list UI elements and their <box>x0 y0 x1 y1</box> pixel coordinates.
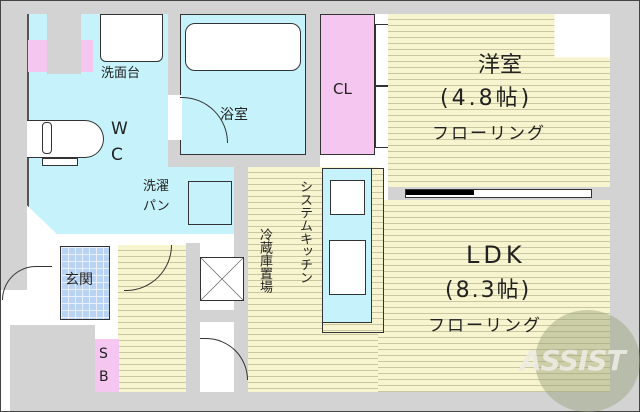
bath-wall-bottom <box>168 155 320 167</box>
bath-wall-left <box>168 14 180 164</box>
laundry-label-1: 洗濯 <box>143 179 170 194</box>
ldk-flooring: フローリング <box>428 316 542 336</box>
western-room-name: 洋室 <box>478 53 523 78</box>
outer-wall-left <box>0 0 27 290</box>
outer-wall-top <box>0 0 640 14</box>
wc-label-w: W <box>111 119 128 139</box>
shoe-box-label-b: B <box>99 369 109 385</box>
bath-label: 浴室 <box>220 107 248 123</box>
toilet-tank <box>42 122 52 154</box>
laundry-pan <box>188 181 232 225</box>
watermark-text: ASSIST <box>520 344 626 377</box>
closet-door-upper <box>375 24 389 86</box>
shoe-box <box>95 339 119 392</box>
niche-pillar <box>47 14 81 74</box>
washbasin-fixture <box>100 14 163 62</box>
closet-wall <box>306 14 320 174</box>
closet-label: CL <box>333 80 352 98</box>
toilet-fixture <box>27 120 104 158</box>
western-room-flooring: フローリング <box>432 124 546 144</box>
kitchen-label: システムキッチン <box>297 180 312 284</box>
fridge-wall <box>186 310 246 322</box>
outer-wall-right <box>610 0 640 412</box>
wc-label-c: C <box>111 145 123 165</box>
stove <box>330 180 365 215</box>
ldk-size: (8.3帖) <box>445 278 532 303</box>
shoe-box-label-s: S <box>99 346 108 362</box>
bathtub <box>185 23 301 71</box>
watermark-circle <box>535 310 640 412</box>
outer-wall-bottom <box>95 392 640 412</box>
sink <box>329 240 366 295</box>
entrance-label: 玄関 <box>65 272 93 288</box>
fridge-space <box>200 257 244 301</box>
western-room-size: (4.8帖) <box>440 86 533 111</box>
fridge-label: 冷蔵庫置場 <box>257 228 272 293</box>
toilet-base <box>42 158 78 166</box>
sliding-door-panel <box>406 190 474 195</box>
ldk-name: LDK <box>466 241 526 269</box>
sliding-door <box>405 189 592 198</box>
entrance-tile <box>60 246 110 320</box>
washbasin-label: 洗面台 <box>101 66 141 81</box>
closet-door-lower <box>375 86 389 148</box>
laundry-label-2: パン <box>143 199 170 214</box>
outer-corner-bottom-left <box>10 325 95 412</box>
bath-door-opening <box>168 95 182 140</box>
closet <box>320 14 375 155</box>
ldk <box>375 200 610 392</box>
